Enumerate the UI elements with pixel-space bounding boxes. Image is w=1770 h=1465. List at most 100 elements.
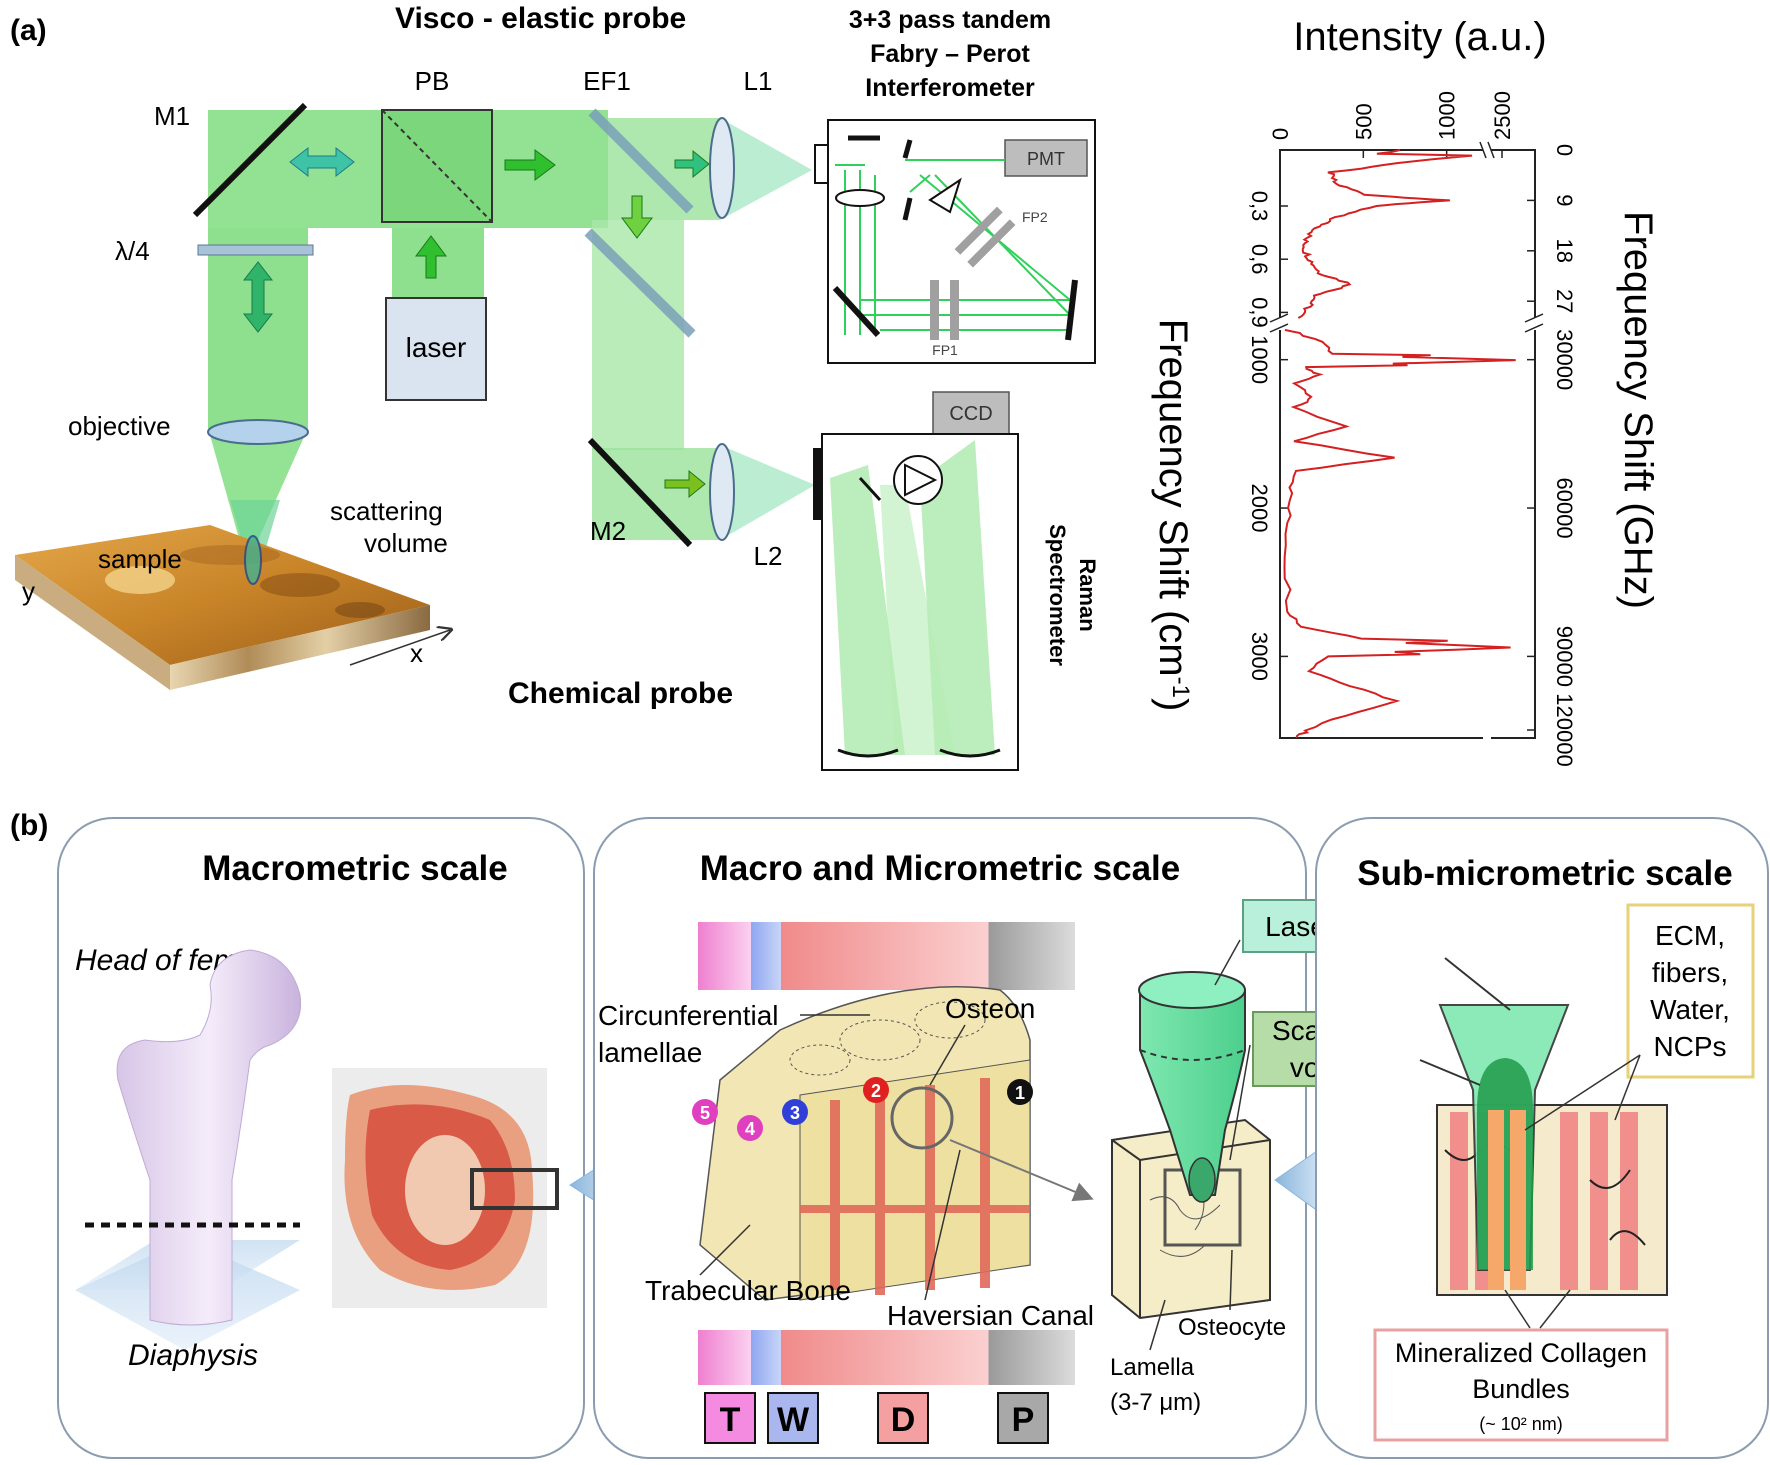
fp2-label: FP2 [1022, 209, 1048, 225]
region-d: D [891, 1401, 916, 1439]
osteon-label: Osteon [945, 993, 1035, 1024]
trabecular-bone-label: Trabecular Bone [645, 1275, 851, 1306]
axis-break-mark [1524, 323, 1544, 333]
lens-l2 [709, 443, 735, 541]
intensity-tick-label: 1000 [1435, 91, 1460, 140]
right-tick-label: 18 [1552, 239, 1577, 263]
micrometric-title: Macro and Micrometric scale [700, 849, 1180, 888]
circumferential-label-2: lamellae [598, 1037, 702, 1068]
region-bar-top [698, 922, 1075, 990]
mineralized-label-3: (~ 10² nm) [1479, 1414, 1563, 1434]
mirror-m1 [192, 102, 308, 218]
right-tick-label: 60000 [1552, 477, 1577, 538]
ecm-tag [1626, 903, 1755, 1079]
intensity-axis-break [1483, 144, 1491, 744]
left-tick-label: 0,6 [1247, 244, 1272, 275]
osteon-illustration [699, 986, 1094, 1301]
ccd-label: CCD [949, 403, 992, 425]
left-tick-label: 0,9 [1247, 297, 1272, 328]
diaphysis-label: Diaphysis [128, 1339, 258, 1372]
scattering-label-2: volume [364, 528, 448, 558]
mineralized-label-2: Bundles [1472, 1374, 1570, 1404]
bone-cross-section-photo [332, 1068, 559, 1308]
laser-beam-cone [1138, 971, 1246, 1203]
axis-break [1272, 318, 1288, 330]
lamella-block [1111, 1118, 1271, 1320]
sample-slab [15, 525, 430, 690]
left-tick-label: 1000 [1247, 335, 1272, 384]
laser-box [385, 297, 487, 401]
raman-spectrometer-box: CCD [813, 391, 1019, 771]
axis-break [1527, 318, 1543, 330]
ecm-line-3: Water, [1650, 994, 1730, 1025]
laser-label: laser [406, 332, 467, 363]
quarter-wave-plate [197, 244, 314, 256]
right-tick-label: 120000 [1552, 693, 1577, 766]
region-bar-bottom [698, 1330, 1075, 1385]
marker-2 [863, 1077, 889, 1103]
mineralized-label-1: Mineralized Collagen [1395, 1338, 1647, 1368]
axis-break-mark [1269, 313, 1289, 323]
axis-break-mark [1269, 323, 1289, 333]
region-p: P [1012, 1401, 1035, 1439]
marker-2-number: 2 [871, 1081, 881, 1101]
lamella-label-2: (3-7 μm) [1110, 1389, 1201, 1416]
fp-title-1: 3+3 pass tandem [849, 6, 1051, 34]
ecm-line-2: fibers, [1652, 957, 1728, 988]
ecm-line-1: ECM, [1655, 920, 1725, 951]
fp1-label: FP1 [932, 342, 958, 358]
axis-x-label: x [410, 638, 423, 668]
fabry-perot-box: PMT FP1 FP2 [814, 119, 1096, 364]
intensity-axis-label: Intensity (a.u.) [1293, 15, 1546, 59]
mirror-m2 [587, 437, 693, 548]
right-tick-label: 9 [1552, 194, 1577, 206]
intensity-tick-label: 500 [1351, 103, 1376, 140]
lens-l1 [709, 117, 735, 219]
visco-elastic-title: Visco - elastic probe [395, 2, 686, 35]
left-tick-label: 3000 [1247, 632, 1272, 681]
axis-break-mark [1479, 141, 1487, 159]
polarizing-beamsplitter [381, 109, 493, 223]
region-w: W [777, 1401, 810, 1439]
chemical-probe-title: Chemical probe [508, 677, 733, 710]
beamsplitter-2 [584, 228, 696, 338]
l1-label: L1 [744, 66, 773, 96]
mineralized-tag [1373, 1328, 1669, 1442]
axis-y-label: y [22, 576, 35, 606]
pmt-box [1004, 139, 1088, 177]
raman-label-2: Spectrometer [1045, 524, 1070, 666]
marker-3-number: 3 [790, 1103, 800, 1123]
panel-a-label: (a) [10, 14, 47, 47]
marker-4 [737, 1115, 763, 1141]
l2-label: L2 [754, 541, 783, 571]
circumferential-label-1: Circunferential [598, 1000, 779, 1031]
plot-frame [1279, 149, 1536, 739]
spectrum-series-line [1283, 149, 1516, 739]
fp-title-3: Interferometer [865, 74, 1035, 102]
osteocyte-label: Osteocyte [1178, 1314, 1286, 1341]
region-t: T [720, 1401, 741, 1439]
panel-b-label: (b) [10, 809, 48, 842]
ecm-line-4: NCPs [1653, 1031, 1726, 1062]
left-tick-label: 0,3 [1247, 191, 1272, 222]
lamella-label-1: Lamella [1110, 1354, 1195, 1381]
right-tick-label: 0 [1552, 144, 1577, 156]
pmt-label: PMT [1027, 149, 1065, 169]
fp-title-2: Fabry – Perot [870, 40, 1030, 68]
marker-5-number: 5 [700, 1103, 710, 1123]
right-tick-label: 30000 [1552, 329, 1577, 390]
sub-laser-beam [1438, 1004, 1570, 1290]
m1-label: M1 [154, 101, 190, 131]
marker-3 [782, 1099, 808, 1125]
sub-micrometric-title: Sub-micrometric scale [1357, 854, 1732, 893]
sample-label: sample [98, 544, 182, 574]
marker-1 [1007, 1079, 1033, 1105]
collagen-block [1436, 1104, 1668, 1296]
objective-label: objective [68, 411, 171, 441]
edge-filter-ef1 [588, 108, 694, 214]
pb-label: PB [415, 66, 450, 96]
haversian-canal-label: Haversian Canal [887, 1300, 1094, 1331]
right-tick-label: 90000 [1552, 626, 1577, 687]
